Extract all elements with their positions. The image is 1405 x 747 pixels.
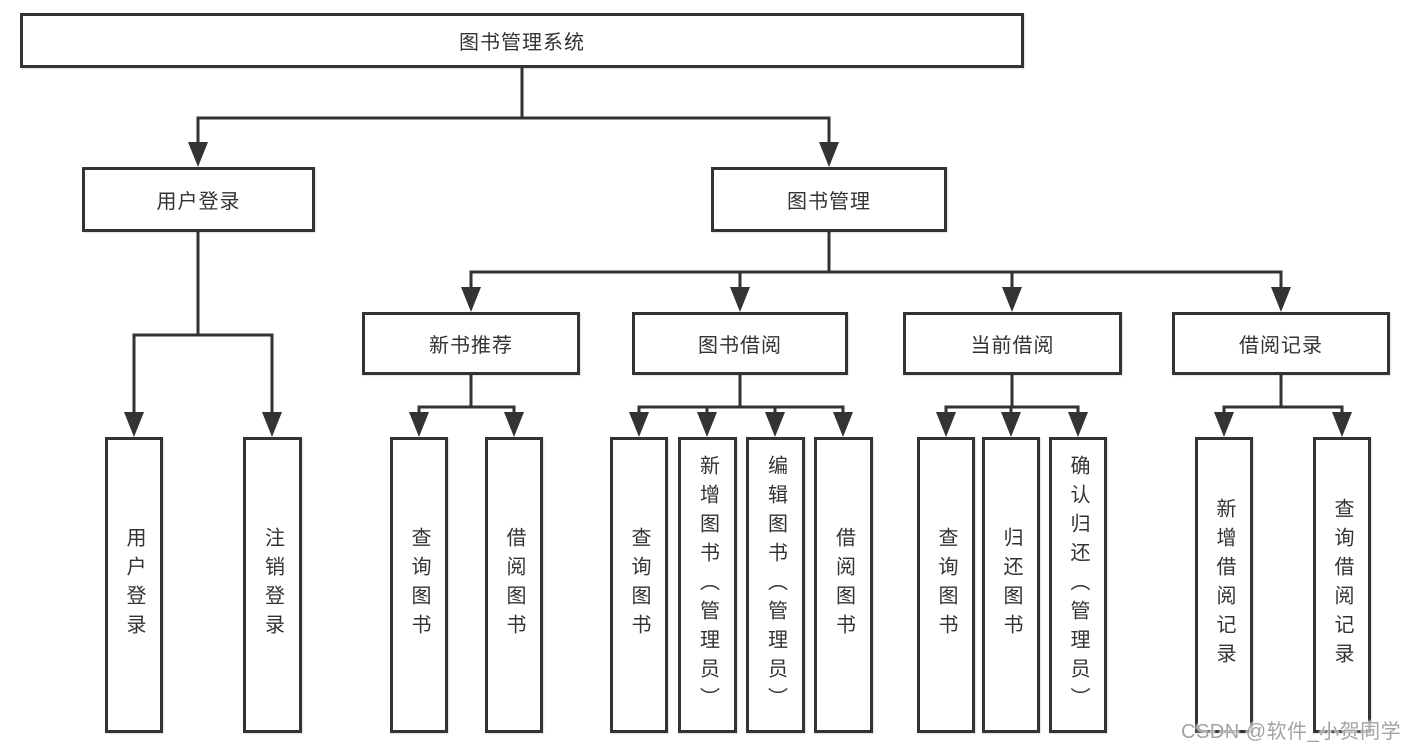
node-new-book-recommend-label: 新书推荐 [429, 335, 513, 357]
leaf-query-borrow-record: 查询借阅记录 [1313, 437, 1371, 733]
connector-borrow-records-to-leaves [1222, 375, 1344, 413]
connector-current-borrow-to-leaves [944, 375, 1080, 413]
connector-new-book-to-leaves [417, 375, 516, 413]
leaf-add-book-admin: 新增图书（管理员） [678, 437, 737, 733]
node-book-borrow-label: 图书借阅 [698, 335, 782, 357]
node-current-borrow: 当前借阅 [903, 312, 1122, 375]
leaf-query-books-recommend: 查询图书 [390, 437, 448, 733]
leaf-query-books-borrow-label: 查询图书 [628, 527, 650, 643]
arrowheads-current-borrow-leaves [936, 412, 1088, 437]
leaf-logout-label: 注销登录 [261, 527, 284, 643]
arrowheads-new-book-leaves [409, 412, 524, 437]
node-root-label: 图书管理系统 [459, 32, 585, 54]
connector-book-management-to-level3 [469, 232, 1283, 288]
node-new-book-recommend: 新书推荐 [362, 312, 580, 375]
leaf-confirm-return-admin-label: 确认归还（管理员） [1067, 454, 1089, 716]
leaf-borrow-books-label: 借阅图书 [832, 527, 855, 643]
leaf-borrow-books: 借阅图书 [814, 437, 873, 733]
leaf-add-book-admin-label: 新增图书（管理员） [696, 454, 719, 716]
connector-user-login-to-leaves [132, 232, 274, 413]
node-root: 图书管理系统 [20, 13, 1024, 68]
node-borrow-records: 借阅记录 [1172, 312, 1390, 375]
leaf-logout: 注销登录 [243, 437, 302, 733]
node-user-login-label: 用户登录 [156, 191, 241, 213]
leaf-query-books-recommend-label: 查询图书 [408, 527, 430, 643]
leaf-add-borrow-record: 新增借阅记录 [1195, 437, 1253, 733]
leaf-add-borrow-record-label: 新增借阅记录 [1213, 498, 1235, 672]
leaf-confirm-return-admin: 确认归还（管理员） [1049, 437, 1107, 733]
leaf-user-login: 用户登录 [105, 437, 163, 733]
connector-root-to-level2 [196, 68, 831, 143]
csdn-watermark: CSDN @软件_小贺同学 [1181, 721, 1402, 743]
node-current-borrow-label: 当前借阅 [970, 335, 1055, 357]
node-book-management: 图书管理 [711, 167, 947, 232]
node-user-login: 用户登录 [82, 167, 315, 232]
arrowheads-user-login-leaves [124, 412, 282, 437]
node-borrow-records-label: 借阅记录 [1239, 335, 1323, 357]
leaf-return-book-label: 归还图书 [1000, 527, 1022, 643]
node-book-management-label: 图书管理 [787, 191, 871, 213]
leaf-query-books-current: 查询图书 [917, 437, 975, 733]
leaf-borrow-books-recommend: 借阅图书 [485, 437, 543, 733]
arrowheads-level2 [188, 142, 839, 167]
leaf-query-books-current-label: 查询图书 [935, 527, 957, 643]
node-book-borrow: 图书借阅 [632, 312, 848, 375]
arrowheads-book-borrow-leaves [629, 412, 853, 437]
connector-book-borrow-to-leaves [637, 375, 845, 413]
leaf-edit-book-admin: 编辑图书（管理员） [746, 437, 805, 733]
arrowheads-level3 [461, 287, 1291, 312]
leaf-borrow-books-recommend-label: 借阅图书 [503, 527, 525, 643]
leaf-query-books-borrow: 查询图书 [610, 437, 668, 733]
arrowheads-borrow-records-leaves [1214, 412, 1352, 437]
leaf-user-login-label: 用户登录 [123, 527, 145, 643]
leaf-query-borrow-record-label: 查询借阅记录 [1331, 498, 1353, 672]
leaf-return-book: 归还图书 [982, 437, 1040, 733]
leaf-edit-book-admin-label: 编辑图书（管理员） [764, 454, 787, 716]
